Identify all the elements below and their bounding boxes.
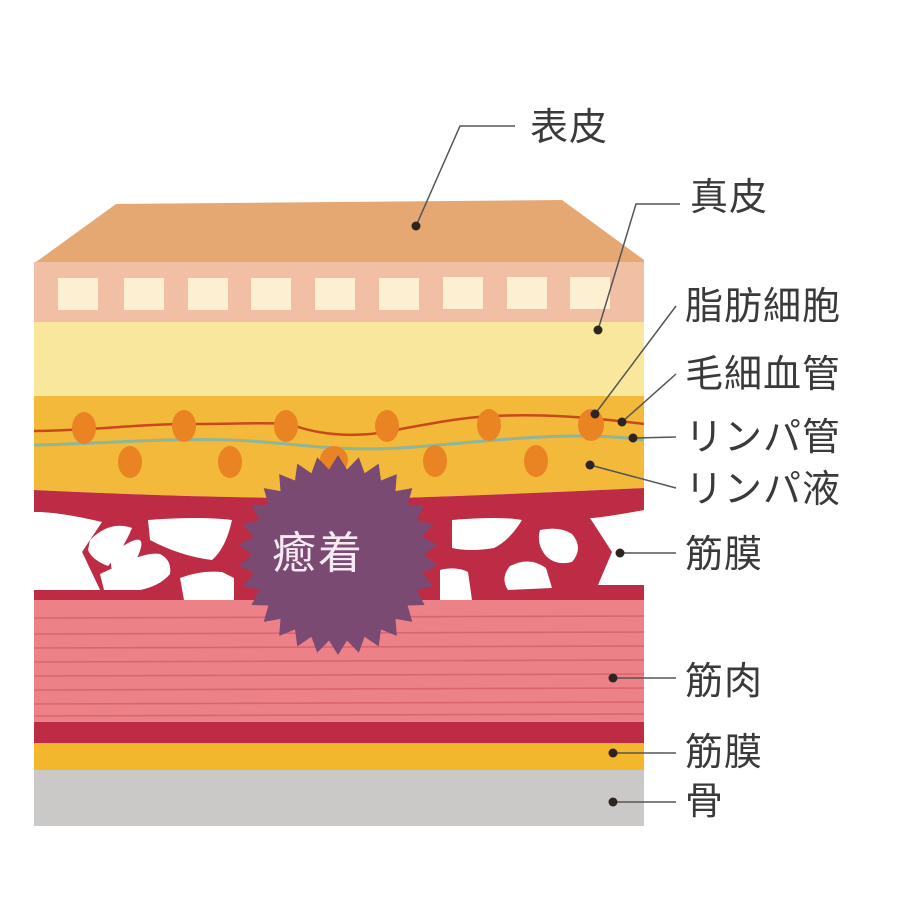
adhesion-badge <box>238 455 438 655</box>
fascia-yellow-layer <box>34 743 644 771</box>
label-bone: 骨 <box>685 779 725 823</box>
label-fat-cells: 脂肪細胞 <box>685 284 842 328</box>
dermis-cells-aligned <box>58 277 610 310</box>
fat-cells-lower <box>118 445 548 478</box>
deep-fascia-band <box>34 722 644 744</box>
epidermis-layer <box>36 200 644 266</box>
fascia-gaps-right <box>440 512 644 600</box>
label-dermis: 真皮 <box>690 175 769 219</box>
label-capillaries: 毛細血管 <box>685 352 842 396</box>
adhesion-label: 癒着 <box>272 528 364 579</box>
fascia-gaps-left <box>34 512 234 600</box>
leader-lines <box>415 125 680 803</box>
label-fascia-upper: 筋膜 <box>685 532 764 576</box>
label-epidermis: 表皮 <box>530 105 609 149</box>
subcutaneous-layer <box>34 322 644 398</box>
label-lymph-fluid: リンパ液 <box>685 467 842 511</box>
leader-dots <box>411 221 638 807</box>
capillary-line <box>33 414 645 437</box>
bone-layer <box>34 770 644 826</box>
lymph-vessel-line <box>33 434 645 451</box>
label-lymph-vessel: リンパ管 <box>685 415 842 459</box>
label-muscle: 筋肉 <box>685 659 764 703</box>
label-fascia-lower: 筋膜 <box>685 730 764 774</box>
